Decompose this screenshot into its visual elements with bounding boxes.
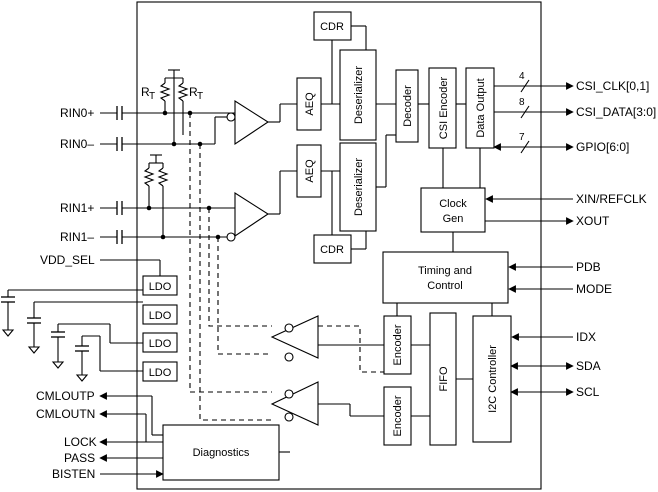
pin-pass: PASS (64, 451, 95, 465)
decoder-label: Decoder (402, 85, 414, 127)
pin-idx: IDX (576, 330, 596, 344)
fifo-label: FIFO (438, 366, 450, 391)
tx-driver-1-bubble (284, 389, 294, 399)
tx-driver-0-bubble (284, 323, 294, 333)
data-output-label: Data Output (475, 78, 487, 137)
ldo-label-2: LDO (149, 310, 172, 322)
rt-label-right-0: R (189, 85, 198, 99)
pin-xout: XOUT (576, 214, 610, 228)
clock-gen-block (420, 187, 486, 233)
encoder-label-0: Encoder (392, 324, 404, 365)
rx-amp-1-inv-bubble (226, 232, 236, 242)
tx-driver-1-bubble-b (284, 412, 294, 422)
tx-driver-0-bubble-b (284, 352, 294, 362)
left-pin-lines (99, 392, 164, 478)
timing-control-label-1: Timing and (418, 265, 472, 277)
pin-gpio: GPIO[6:0] (576, 140, 629, 154)
loopback-dashed (189, 113, 384, 421)
clock-gen-label-2: Gen (443, 213, 464, 225)
cdr-label-0: CDR (320, 21, 344, 33)
deserializer-label-0: Deserializer (353, 66, 365, 124)
diagnostics-block (162, 424, 280, 481)
clock-gen-label-1: Clock (439, 198, 467, 210)
timing-control-block (382, 251, 509, 304)
pin-lock: LOCK (64, 435, 97, 449)
csi-clk-width: 4 (519, 71, 525, 82)
cdr-label-1: CDR (320, 244, 344, 256)
pin-pdb: PDB (576, 260, 601, 274)
csi-data-width: 8 (519, 97, 525, 108)
pin-rin1p: RIN1+ (60, 201, 94, 215)
aeq-block-0 (296, 77, 322, 131)
gpio-width: 7 (519, 132, 525, 143)
tx-driver-0 (270, 315, 319, 359)
deserializer-block-0 (339, 49, 377, 141)
rt-sub-right-0: T (197, 91, 203, 102)
pin-csi-clk: CSI_CLK[0,1] (576, 79, 649, 93)
pin-mode: MODE (576, 282, 612, 296)
deserializer-label-1: Deserializer (353, 158, 365, 216)
pin-cmloutn: CMLOUTN (36, 407, 95, 421)
i2c-controller-label: I2C Controller (487, 345, 499, 413)
pin-rin1m: RIN1– (60, 230, 94, 244)
rin0-network (100, 69, 235, 151)
timing-control-label-2: Control (427, 280, 462, 292)
fifo-block (429, 312, 457, 446)
aeq-label-1: AEQ (304, 159, 316, 183)
rx-amp-1 (234, 191, 270, 238)
rt-label-left-0: R (141, 85, 150, 99)
pin-xin-refclk: XIN/REFCLK (576, 192, 647, 206)
rx-amp-0 (234, 99, 270, 146)
pin-bisten: BISTEN (52, 467, 95, 481)
ldo-capacitors (1, 289, 143, 382)
rx-amp-0-inv-bubble (226, 112, 236, 122)
aeq-label-0: AEQ (304, 92, 316, 116)
pin-cmloutp: CMLOUTP (36, 389, 95, 403)
ldo-block-2 (142, 304, 178, 325)
diagnostics-label: Diagnostics (193, 447, 250, 459)
encoder-block-1 (383, 386, 412, 446)
pin-rin0m: RIN0– (60, 137, 94, 151)
deserializer-block-1 (339, 142, 377, 232)
pin-scl: SCL (576, 385, 600, 399)
ldo-label-3: LDO (149, 338, 172, 350)
pin-vdd-sel: VDD_SEL (40, 253, 95, 267)
ldo-label-1: LDO (149, 281, 172, 293)
right-pin-lines (485, 79, 574, 396)
csi-encoder-label: CSI Encoder (438, 76, 450, 139)
decoder-block (395, 69, 419, 143)
pin-csi-data: CSI_DATA[3:0] (576, 105, 656, 119)
ldo-label-4: LDO (149, 367, 172, 379)
pin-sda: SDA (576, 359, 601, 373)
encoder-label-1: Encoder (392, 395, 404, 436)
pin-rin0p: RIN0+ (60, 106, 94, 120)
rt-sub-left-0: T (149, 91, 155, 102)
